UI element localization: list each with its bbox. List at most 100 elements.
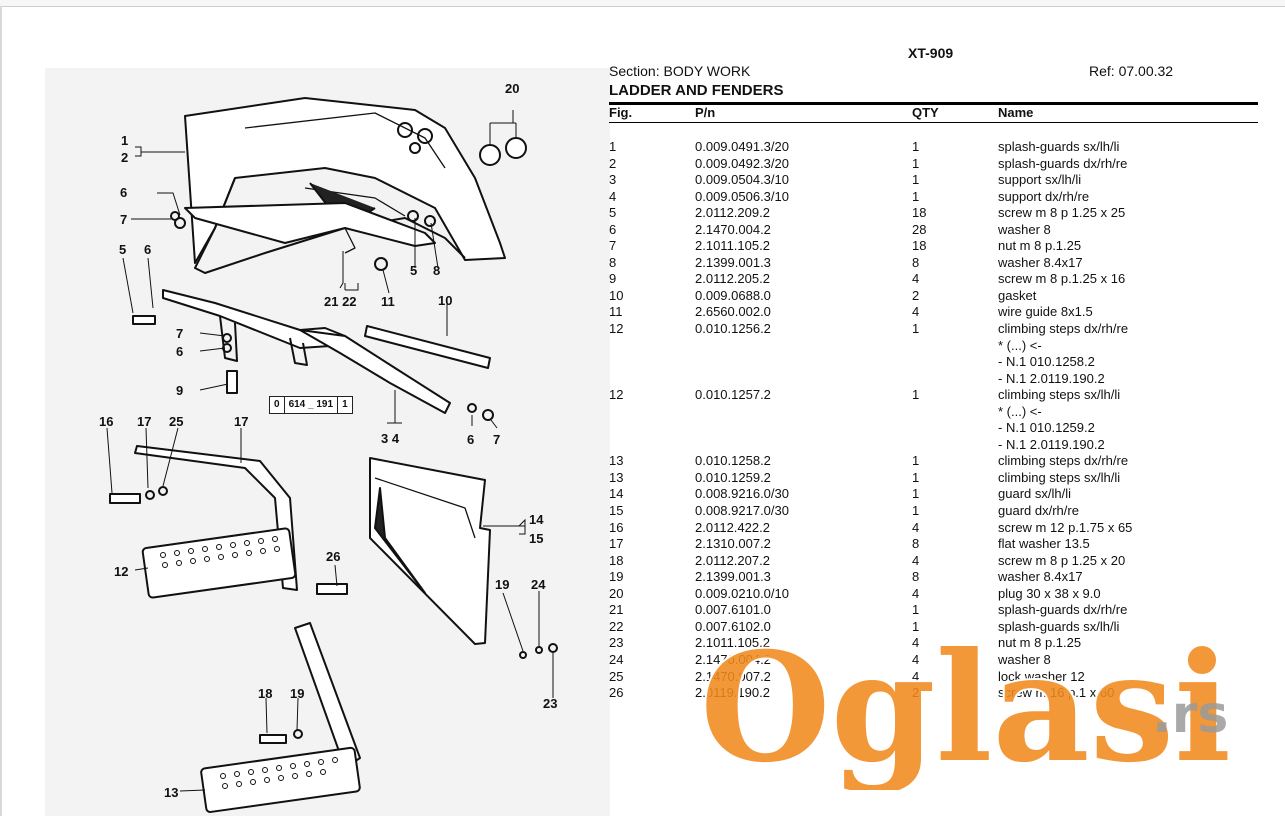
callout-label: 20 — [505, 81, 519, 96]
cell-part-number: 0.010.1259.2 — [695, 469, 771, 485]
cell-fig: 13 — [609, 469, 624, 485]
cell-part-number: 2.0112.422.2 — [695, 519, 770, 535]
cell-qty: 1 — [912, 453, 920, 469]
callout-label: 23 — [543, 696, 557, 711]
cell-name: - N.1 2.0119.190.2 — [998, 436, 1105, 452]
cell-name: climbing steps sx/lh/li — [998, 469, 1121, 485]
cell-part-number: 0.009.0688.0 — [695, 287, 771, 303]
cell-fig: 26 — [609, 685, 624, 701]
callout-label: 2 — [121, 150, 128, 165]
callout-label: 7 — [493, 432, 500, 447]
callout-label: 26 — [326, 549, 340, 564]
cell-fig: 12 — [609, 387, 624, 403]
cell-name: splash-guards dx/rh/re — [998, 155, 1128, 171]
callout-label: 13 — [164, 785, 178, 800]
cell-name: - N.1 2.0119.190.2 — [998, 370, 1105, 386]
cell-fig: 10 — [609, 287, 624, 303]
cell-part-number: 2.1011.105.2 — [695, 635, 770, 651]
cell-part-number: 2.1399.001.3 — [695, 569, 771, 585]
column-header-pn: P/n — [695, 105, 716, 120]
table-row: * (...) <- — [609, 338, 1259, 355]
browser-top-edge — [0, 0, 1285, 7]
table-row: 19 2.1399.001.3 8 washer 8.4x17 — [609, 569, 1259, 586]
cell-qty: 1 — [912, 155, 920, 171]
reference-label: Ref: 07.00.32 — [1089, 63, 1174, 79]
cell-qty: 8 — [912, 536, 920, 552]
cell-name: splash-guards sx/lh/li — [998, 618, 1120, 634]
callout-label: 14 — [529, 512, 544, 527]
cell-fig: 3 — [609, 172, 617, 188]
cell-name: splash-guards dx/rh/re — [998, 602, 1128, 618]
cell-qty: 8 — [912, 569, 920, 585]
cell-fig: 17 — [609, 536, 624, 552]
cell-name: washer 8 — [998, 221, 1051, 237]
cell-fig: 6 — [609, 221, 617, 237]
cell-fig: 22 — [609, 618, 624, 634]
callout-label: 15 — [529, 531, 543, 546]
table-row: - N.1 2.0119.190.2 — [609, 371, 1259, 388]
callout-label: 5 — [119, 242, 126, 257]
cell-part-number: 0.007.6102.0 — [695, 618, 771, 634]
column-header-rule — [609, 122, 1258, 123]
callout-label: 8 — [433, 263, 440, 278]
cell-qty: 4 — [912, 519, 920, 535]
header-rule — [609, 102, 1258, 105]
cell-name: screw m 16 p.1 x 60 — [998, 685, 1115, 701]
cell-name: - N.1 010.1258.2 — [998, 354, 1095, 370]
cell-fig: 7 — [609, 238, 617, 254]
cell-name: climbing steps dx/rh/re — [998, 453, 1129, 469]
drawing-code-box: 0 614 _ 191 1 — [269, 396, 353, 414]
cell-name: wire guide 8x1.5 — [998, 304, 1093, 320]
cell-fig: 15 — [609, 503, 624, 519]
cell-fig: 5 — [609, 205, 617, 221]
cell-fig: 19 — [609, 569, 624, 585]
callout-label: 7 — [176, 326, 183, 341]
table-row: - N.1 010.1259.2 — [609, 420, 1259, 437]
cell-qty: 1 — [912, 503, 920, 519]
drawing-code-part: 614 _ 191 — [285, 397, 339, 413]
cell-part-number: 0.009.0491.3/20 — [695, 139, 789, 154]
callout-label: 3 4 — [381, 431, 400, 446]
cell-fig: 21 — [609, 602, 624, 618]
cell-fig: 2 — [609, 155, 617, 171]
callout-label: 24 — [531, 577, 546, 592]
cell-qty: 4 — [912, 304, 920, 320]
callout-label: 17 — [234, 414, 248, 429]
cell-part-number: 0.007.6101.0 — [695, 602, 771, 618]
cell-part-number: 0.009.0492.3/20 — [695, 155, 789, 171]
cell-fig: 9 — [609, 271, 617, 287]
cell-name: climbing steps dx/rh/re — [998, 321, 1129, 337]
cell-qty: 4 — [912, 585, 920, 601]
cell-name: screw m 8 p 1.25 x 25 — [998, 205, 1126, 221]
cell-name: washer 8 — [998, 651, 1051, 667]
cell-fig: 8 — [609, 254, 617, 270]
cell-name: washer 8.4x17 — [998, 569, 1083, 585]
callout-label: 16 — [99, 414, 113, 429]
cell-fig: 23 — [609, 635, 624, 651]
cell-name: * (...) <- — [998, 337, 1042, 353]
cell-fig: 16 — [609, 519, 624, 535]
callout-label: 21 22 — [324, 294, 357, 309]
cell-part-number: 0.009.0504.3/10 — [695, 172, 789, 188]
cell-name: guard dx/rh/re — [998, 503, 1079, 519]
cell-part-number: 0.010.1256.2 — [695, 321, 771, 337]
callout-label: 6 — [144, 242, 151, 257]
callout-label: 18 — [258, 686, 272, 701]
cell-qty: 2 — [912, 685, 920, 701]
callout-label: 5 — [410, 263, 417, 278]
callout-label: 6 — [120, 185, 127, 200]
